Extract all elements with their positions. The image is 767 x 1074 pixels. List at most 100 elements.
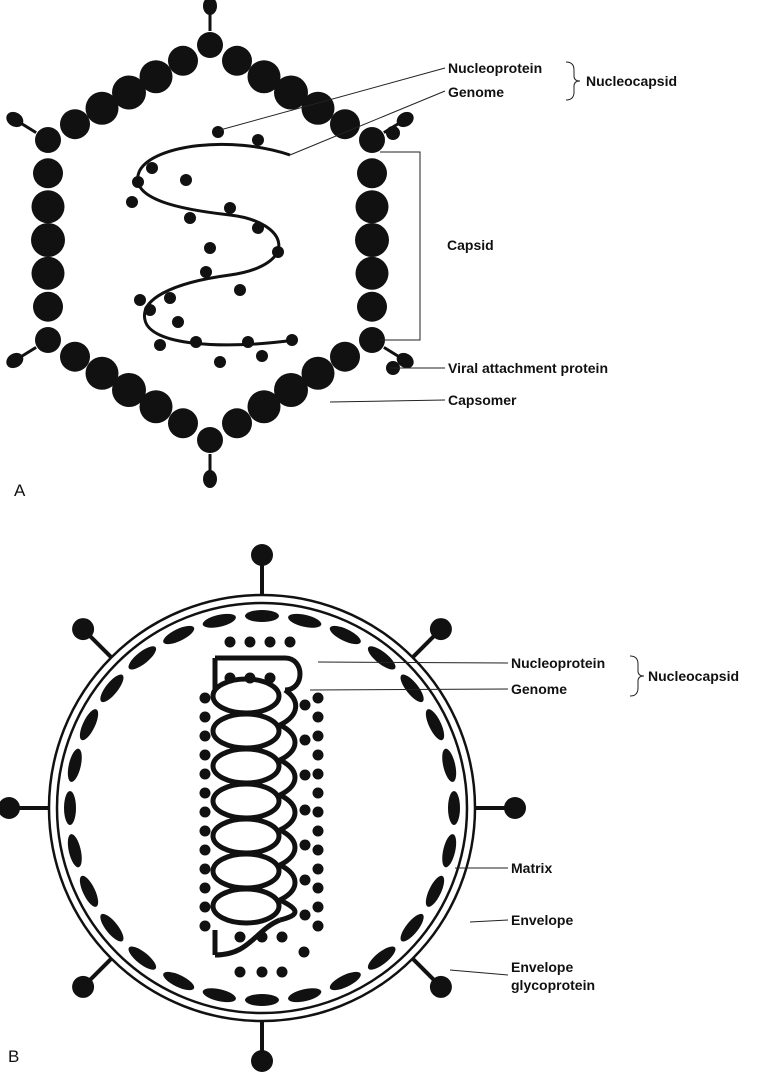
genome-strand-b — [280, 690, 296, 920]
nucleoprotein-dot — [313, 883, 324, 894]
capsomer — [33, 158, 63, 188]
nucleoprotein-dot — [200, 883, 211, 894]
nucleoprotein-dot — [172, 316, 184, 328]
matrix-protein — [245, 610, 279, 622]
helical-nucleocapsid-b — [200, 637, 324, 978]
nucleoprotein-dot — [214, 356, 226, 368]
matrix-protein — [440, 833, 459, 869]
brace-a — [566, 62, 580, 100]
capsomer — [248, 390, 281, 423]
label-nucleoprotein-b: Nucleoprotein — [511, 655, 605, 671]
nucleoprotein-dot — [272, 246, 284, 258]
nucleoprotein-dot — [180, 174, 192, 186]
nucleoprotein-dot — [252, 134, 264, 146]
label-matrix: Matrix — [511, 860, 552, 876]
nucleoprotein-dot — [144, 304, 156, 316]
nucleoprotein-dot — [235, 967, 246, 978]
genome-coil — [213, 784, 279, 818]
label-envelope-glycoprotein-line1: Envelope — [511, 959, 573, 975]
nucleoprotein-dot — [313, 807, 324, 818]
nucleoprotein-dot — [200, 693, 211, 704]
nucleoprotein-dot — [200, 750, 211, 761]
nucleoprotein-dot — [313, 845, 324, 856]
nucleoprotein-dot — [277, 932, 288, 943]
capsomer — [60, 109, 90, 139]
capsomer — [355, 223, 389, 257]
envelope-inner-line — [57, 603, 467, 1013]
nucleoprotein-dot — [184, 212, 196, 224]
envelope-glycoproteins — [0, 544, 526, 1072]
nucleoprotein-dot — [257, 967, 268, 978]
nucleoprotein-dot — [257, 932, 268, 943]
nucleoprotein-dot — [164, 292, 176, 304]
label-nucleocapsid-b: Nucleocapsid — [648, 668, 739, 684]
attachment-protein-knob — [394, 109, 417, 130]
capsomer — [357, 292, 387, 322]
glycoprotein-stalk — [89, 959, 112, 982]
nucleoprotein-dot — [300, 805, 311, 816]
genome-coil — [213, 679, 279, 713]
nucleoprotein-dot — [224, 202, 236, 214]
nucleoprotein-dot — [313, 826, 324, 837]
nucleoprotein-dot — [234, 284, 246, 296]
capsomer — [197, 427, 223, 453]
label-nucleocapsid-a: Nucleocapsid — [586, 73, 677, 89]
nucleoprotein-dot — [300, 910, 311, 921]
glycoprotein-head — [504, 797, 526, 819]
label-genome-b: Genome — [511, 681, 567, 697]
nucleoprotein-dot — [252, 222, 264, 234]
nucleoprotein-dot — [300, 770, 311, 781]
genome-coils-b — [213, 658, 296, 955]
matrix-protein — [65, 833, 84, 869]
matrix-protein — [287, 611, 323, 630]
glycoprotein-head — [72, 976, 94, 998]
nucleoprotein-dot — [225, 673, 236, 684]
panel-letter-a: A — [14, 481, 26, 500]
nucleoprotein-dot — [245, 673, 256, 684]
nucleoprotein-dot — [126, 196, 138, 208]
nucleoprotein-dot — [225, 637, 236, 648]
attachment-protein-knob — [203, 470, 217, 488]
label-envelope-glycoprotein-line2: glycoprotein — [511, 977, 595, 993]
nucleoprotein-dot — [200, 807, 211, 818]
nucleoprotein-dot — [256, 350, 268, 362]
nucleoprotein-dot — [300, 875, 311, 886]
capsomer — [60, 342, 90, 372]
nucleoprotein-dot — [235, 932, 246, 943]
panel-letter-b: B — [8, 1047, 19, 1066]
label-capsid: Capsid — [447, 237, 494, 253]
matrix-protein — [64, 791, 76, 825]
helical-nucleocapsid-a — [126, 126, 298, 368]
capsomer — [86, 357, 119, 390]
nucleoprotein-dot — [265, 673, 276, 684]
nucleoprotein-dot — [277, 967, 288, 978]
capsomer — [222, 408, 252, 438]
glycoprotein-head — [251, 544, 273, 566]
nucleoprotein-dot — [313, 693, 324, 704]
label-genome-a: Genome — [448, 84, 504, 100]
matrix-protein — [65, 747, 84, 783]
matrix-protein — [125, 643, 159, 674]
capsomer — [356, 257, 389, 290]
matrix-protein — [245, 994, 279, 1006]
nucleoprotein-dot — [200, 731, 211, 742]
attachment-protein-knob — [386, 126, 400, 140]
matrix-protein-layer — [64, 610, 460, 1006]
nucleoprotein-dot — [313, 921, 324, 932]
matrix-protein — [448, 791, 460, 825]
nucleoprotein-dot — [200, 712, 211, 723]
nucleoprotein-dot — [200, 769, 211, 780]
nucleoprotein-dot — [200, 902, 211, 913]
attachment-protein-knob — [203, 0, 217, 15]
matrix-protein — [201, 986, 237, 1005]
capsomer — [35, 327, 61, 353]
matrix-protein — [365, 643, 399, 674]
matrix-protein — [397, 911, 428, 945]
capsomer — [356, 190, 389, 223]
nucleoprotein-dot — [132, 176, 144, 188]
matrix-protein — [287, 986, 323, 1005]
nucleoprotein-dot — [313, 712, 324, 723]
glycoprotein-head — [0, 797, 20, 819]
capsomer — [357, 158, 387, 188]
